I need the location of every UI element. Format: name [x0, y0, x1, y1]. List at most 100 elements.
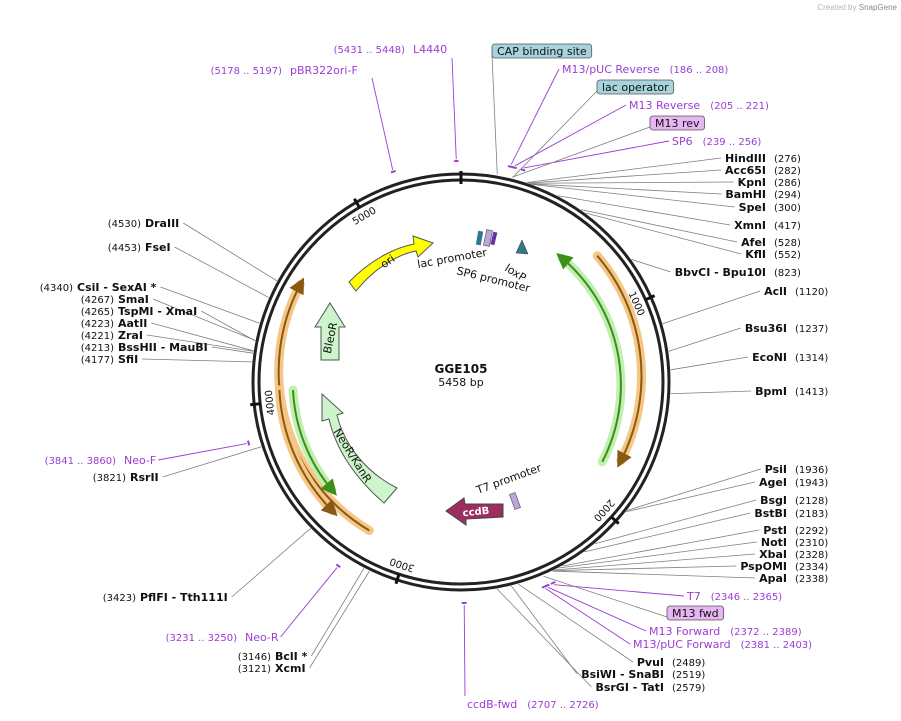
enzyme-position: (1120): [795, 287, 828, 298]
scale-tick-2000: [610, 515, 620, 525]
primer-position: (186 .. 208): [670, 65, 729, 76]
enzyme-bsshii-maubi[interactable]: BssHII - MauBI: [118, 341, 208, 354]
enzyme-position: (4221): [81, 331, 114, 342]
primer-position: (2372 .. 2389): [730, 627, 802, 638]
enzyme-pspomi[interactable]: PspOMI: [740, 560, 787, 573]
enzyme-bpmi[interactable]: BpmI: [755, 385, 787, 398]
leader-line: [528, 181, 734, 184]
primer-t7[interactable]: T7: [686, 590, 701, 603]
enzyme-bsu36i[interactable]: Bsu36I: [745, 322, 787, 335]
primer-leader-line: [514, 104, 627, 167]
enzyme-xmni[interactable]: XmnI: [734, 219, 766, 232]
ori-feature[interactable]: [348, 235, 434, 292]
enzyme-pflfi-tth111i[interactable]: PflFI - Tth111I: [140, 591, 228, 604]
primer-position: (239 .. 256): [703, 137, 762, 148]
enzyme-hindiii[interactable]: HindIII: [725, 152, 766, 165]
enzyme-aatii[interactable]: AatII: [118, 317, 147, 330]
primer-l4440[interactable]: L4440: [413, 43, 447, 56]
feature-box-cap-binding-site: [491, 43, 593, 59]
feature-label-cap-binding-site[interactable]: CAP binding site: [497, 45, 587, 58]
enzyme-zrai[interactable]: ZraI: [118, 329, 143, 342]
leader-line: [532, 184, 735, 208]
bleor-feature[interactable]: [314, 302, 346, 361]
enzyme-xbai[interactable]: XbaI: [759, 548, 787, 561]
primer-pbr322ori-f[interactable]: pBR322ori-F: [290, 64, 358, 77]
primer-mark-m13-reverse: [512, 166, 517, 170]
ccdb-feature[interactable]: [445, 497, 504, 526]
enzyme-acli[interactable]: AclI: [764, 285, 787, 298]
primer-position: (2707 .. 2726): [527, 700, 599, 711]
enzyme-position: (3121): [238, 664, 271, 675]
enzyme-spei[interactable]: SpeI: [739, 201, 766, 214]
enzyme-rsrii[interactable]: RsrII: [130, 471, 159, 484]
feature-label-m13-rev[interactable]: M13 rev: [655, 117, 700, 130]
leader-line: [553, 565, 737, 572]
enzyme-smai[interactable]: SmaI: [118, 293, 149, 306]
primer-m13-puc-forward[interactable]: M13/pUC Forward: [633, 638, 731, 651]
primer-m13-forward[interactable]: M13 Forward: [649, 625, 720, 638]
primer-m13-puc-reverse[interactable]: M13/pUC Reverse: [562, 63, 660, 76]
primer-sp6[interactable]: SP6: [672, 135, 693, 148]
enzyme-bsiwi-snabi[interactable]: BsiWI - SnaBI: [581, 668, 664, 681]
leader-line: [231, 528, 311, 598]
primer-ccdb-fwd[interactable]: ccdB-fwd: [467, 698, 517, 711]
enzyme-position: (2338): [795, 574, 828, 585]
primer-leader-line: [547, 586, 647, 632]
enzyme-position: (3423): [103, 593, 136, 604]
enzyme-econi[interactable]: EcoNI: [752, 351, 787, 364]
primer-position: (5178 .. 5197): [211, 66, 283, 77]
orf-right-outer: [596, 255, 643, 468]
enzyme-bstbi[interactable]: BstBI: [754, 507, 787, 520]
primer-neo-f[interactable]: Neo-F: [124, 454, 156, 467]
leader-line: [670, 356, 749, 371]
enzyme-agei[interactable]: AgeI: [759, 476, 787, 489]
enzyme-noti[interactable]: NotI: [761, 536, 787, 549]
neor-kanr-feature[interactable]: [321, 392, 398, 504]
enzyme-csii-sexai[interactable]: CsiI - SexAI *: [77, 281, 157, 294]
enzyme-afei[interactable]: AfeI: [741, 236, 766, 249]
enzyme-bbvci-bpu10i[interactable]: BbvCI - Bpu10I: [675, 266, 766, 279]
scale-label-4000: 4000: [264, 389, 278, 415]
enzyme-position: (282): [774, 166, 801, 177]
enzyme-kfli[interactable]: KflI: [745, 248, 766, 261]
enzyme-xcmi[interactable]: XcmI: [275, 662, 306, 675]
leader-line: [152, 298, 256, 341]
enzyme-bcli[interactable]: BclI *: [275, 650, 308, 663]
cap-site-mark: [475, 230, 484, 246]
snapgene-watermark: Created by SnapGene: [817, 3, 897, 12]
enzyme-position: (300): [774, 203, 801, 214]
enzyme-kpni[interactable]: KpnI: [738, 176, 766, 189]
leader-line: [491, 54, 498, 175]
enzyme-sfii[interactable]: SfiI: [118, 353, 138, 366]
orf-right-inner-halo: [557, 253, 626, 467]
primer-leader-line: [451, 57, 457, 160]
enzyme-tspmi-xmai[interactable]: TspMI - XmaI: [118, 305, 197, 318]
scale-tick-4000: [250, 402, 261, 407]
enzyme-psii[interactable]: PsiI: [765, 463, 787, 476]
enzyme-fsei[interactable]: FseI: [145, 241, 171, 254]
primer-neo-r[interactable]: Neo-R: [245, 631, 279, 644]
leader-line: [527, 169, 722, 184]
enzyme-position: (2579): [672, 683, 705, 694]
enzyme-bsgi[interactable]: BsgI: [760, 494, 787, 507]
primer-mark-m13-puc-forward: [541, 584, 548, 589]
enzyme-acc65i[interactable]: Acc65I: [725, 164, 766, 177]
primer-m13-reverse[interactable]: M13 Reverse: [629, 99, 700, 112]
enzyme-pvui[interactable]: PvuI: [637, 656, 664, 669]
feature-label-m13-fwd[interactable]: M13 fwd: [672, 607, 719, 620]
leader-line: [512, 126, 651, 178]
feature-label-lac-operator[interactable]: lac operator: [602, 81, 669, 94]
enzyme-position: (2183): [795, 509, 828, 520]
enzyme-position: (4267): [81, 295, 114, 306]
enzyme-apai[interactable]: ApaI: [759, 572, 787, 585]
enzyme-position: (1943): [795, 478, 828, 489]
enzyme-position: (3821): [93, 473, 126, 484]
enzyme-bsrgi-tati[interactable]: BsrGI - TatI: [595, 681, 664, 694]
primer-mark-neo-r: [335, 563, 341, 568]
enzyme-bamhi[interactable]: BamHI: [725, 188, 766, 201]
enzyme-draiii[interactable]: DraIII: [145, 217, 179, 230]
primer-mark-pbr322ori-f: [390, 169, 396, 174]
leader-line: [146, 334, 254, 352]
orf-left: [274, 277, 374, 535]
enzyme-psti[interactable]: PstI: [763, 524, 787, 537]
